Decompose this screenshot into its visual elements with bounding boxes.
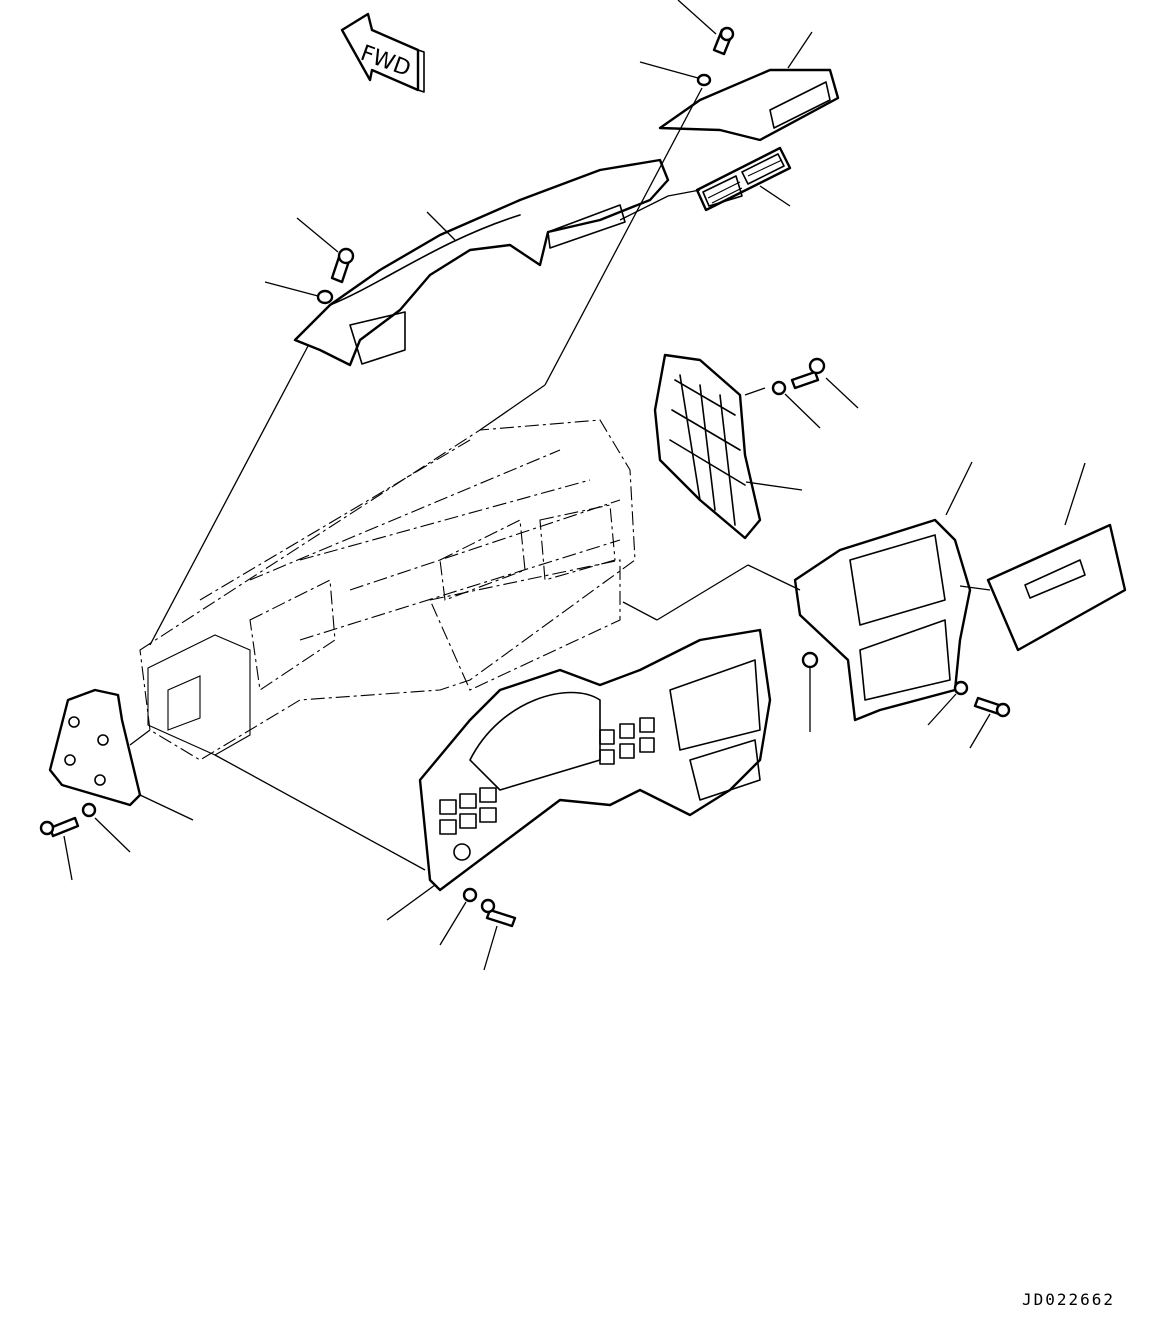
washer-left-cover [81,802,97,818]
washer-storage-box [953,680,969,696]
washer-top-center [696,73,712,87]
side-bracket [653,353,762,540]
forward-direction-arrow: FWD [340,12,425,93]
leader-lines [63,0,1086,971]
storage-box [793,518,972,722]
instrument-panel [418,628,772,892]
dashboard-frame [139,419,636,761]
washer-panel-bottom [462,887,478,903]
bolt-left-cover [39,816,80,838]
glovebox-lid [986,523,1127,652]
panel-switch-grid [439,717,655,861]
side-controller-box [147,634,251,756]
upper-cover-panel [293,158,670,367]
bolt-right-bracket [790,357,826,390]
vent-grille [695,146,792,212]
bolt-panel-bottom [480,898,517,928]
bolt-top-center [712,26,735,56]
left-side-cover [48,688,142,807]
washer-storage-side [801,651,819,669]
bolt-upper-left [330,247,355,284]
washer-right-bracket [771,380,787,396]
drawing-number: JD022662 [1022,1290,1115,1309]
bolt-storage-box [973,696,1011,718]
right-top-cover [658,68,840,142]
washer-upper-left [316,289,334,305]
